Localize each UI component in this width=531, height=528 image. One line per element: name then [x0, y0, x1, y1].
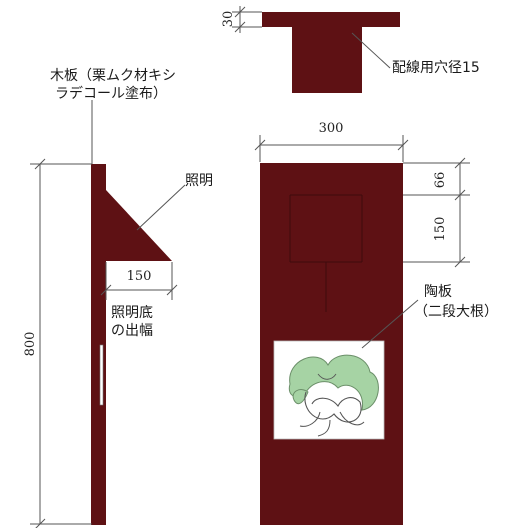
board-label-line2: ラデコール塗布） [55, 85, 167, 102]
dim-300-text: 300 [319, 121, 344, 136]
top-view: 30 配線用穴径15 [221, 6, 480, 93]
dim-150-vertical: 150 [403, 195, 470, 268]
dim-150-vertical-text: 150 [433, 217, 448, 242]
tile-label: 陶板 [424, 284, 452, 300]
dim-800: 800 [23, 158, 92, 528]
daikon-motif [288, 354, 379, 437]
light-fixture [106, 190, 172, 261]
dim-30: 30 [221, 6, 262, 33]
side-view: 木板（栗ムク材キシ ラデコール塗布） 照明 800 150 照明底 の出幅 [23, 68, 213, 528]
dim-30-text: 30 [221, 11, 236, 28]
side-slot [99, 344, 104, 406]
dim-300: 300 [254, 121, 409, 162]
dim-light-150-text: 150 [127, 269, 152, 284]
dim-66: 66 [403, 157, 470, 201]
tile-label-line2: （二段大根） [414, 304, 498, 320]
hole-leader [351, 32, 391, 69]
hole-label: 配線用穴径15 [392, 60, 480, 76]
top-plate [262, 12, 400, 27]
tile-leader [361, 299, 419, 349]
dim-800-text: 800 [23, 332, 38, 357]
dim-light-150: 150 [100, 262, 178, 300]
light-bottom-label: 照明底 [111, 305, 153, 321]
tile-panel [273, 340, 385, 440]
front-panel-lines [289, 194, 363, 312]
side-board [91, 164, 106, 525]
light-bottom-label-line2: の出幅 [111, 323, 153, 339]
light-leader [136, 184, 186, 231]
light-label: 照明 [185, 173, 213, 189]
board-label: 木板（栗ムク材キシ [50, 68, 176, 84]
front-view: 300 [254, 121, 498, 525]
dim-66-text: 66 [433, 172, 448, 189]
top-post [292, 27, 362, 93]
